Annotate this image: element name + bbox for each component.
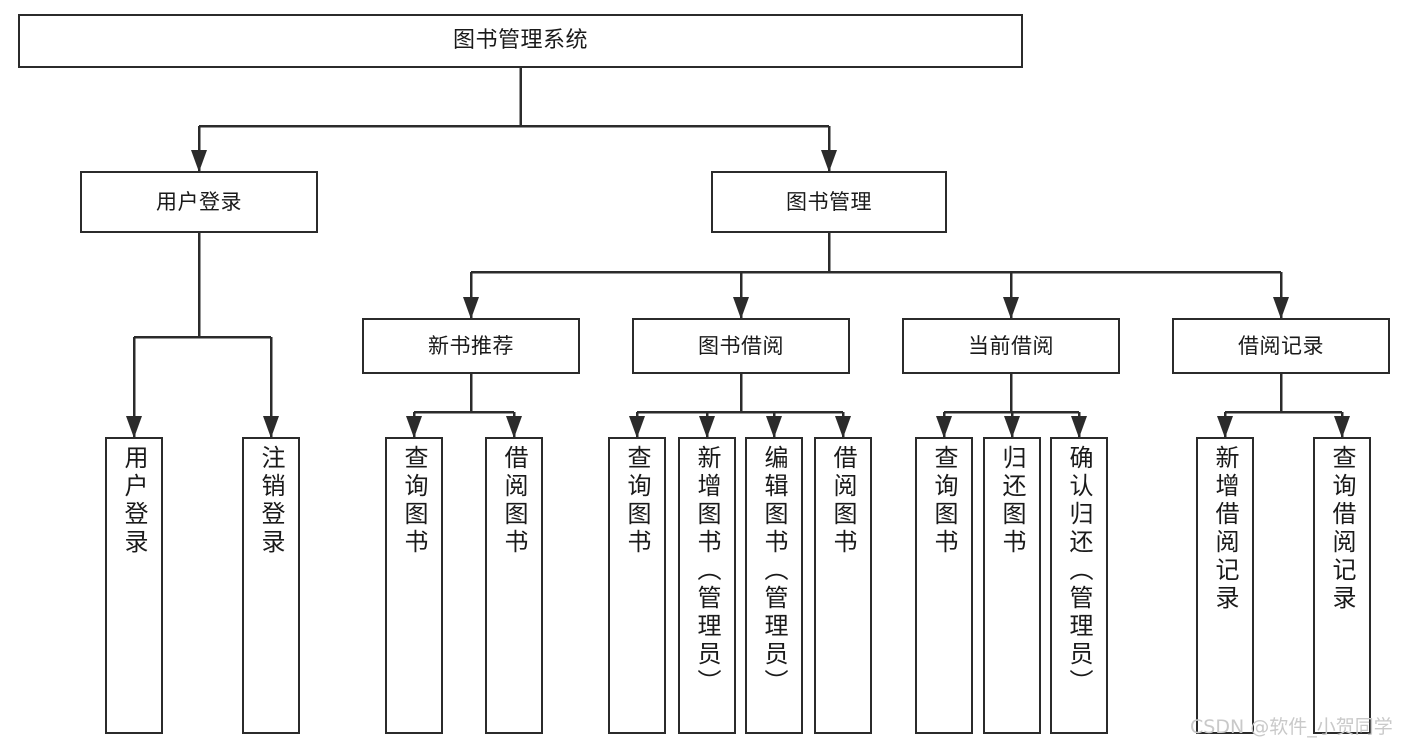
- node-leaf-add-book-admin[interactable]: 新增图书（管理员）: [678, 437, 736, 734]
- node-label: 查询图书: [930, 445, 958, 557]
- node-leaf-query-book-current[interactable]: 查询图书: [915, 437, 973, 734]
- node-new-book-recommend[interactable]: 新书推荐: [362, 318, 580, 374]
- node-leaf-borrow-book-recommend[interactable]: 借阅图书: [485, 437, 543, 734]
- node-label: 借阅记录: [1238, 333, 1324, 358]
- node-leaf-confirm-return-admin[interactable]: 确认归还（管理员）: [1050, 437, 1108, 734]
- node-label: 新增图书（管理员）: [693, 445, 721, 697]
- node-leaf-query-book-borrow[interactable]: 查询图书: [608, 437, 666, 734]
- node-label: 用户登录: [120, 445, 148, 557]
- node-leaf-query-borrow-record[interactable]: 查询借阅记录: [1313, 437, 1371, 734]
- node-label: 当前借阅: [968, 333, 1054, 358]
- node-label: 图书管理系统: [452, 28, 588, 53]
- node-root-system[interactable]: 图书管理系统: [18, 14, 1023, 68]
- node-leaf-logout[interactable]: 注销登录: [242, 437, 300, 734]
- node-label: 确认归还（管理员）: [1065, 445, 1093, 697]
- node-leaf-user-login[interactable]: 用户登录: [105, 437, 163, 734]
- node-leaf-return-book[interactable]: 归还图书: [983, 437, 1041, 734]
- node-leaf-query-book-recommend[interactable]: 查询图书: [385, 437, 443, 734]
- node-book-borrow[interactable]: 图书借阅: [632, 318, 850, 374]
- node-label: 借阅图书: [829, 445, 857, 557]
- node-label: 查询图书: [400, 445, 428, 557]
- node-current-borrow[interactable]: 当前借阅: [902, 318, 1120, 374]
- node-book-management[interactable]: 图书管理: [711, 171, 947, 233]
- node-label: 借阅图书: [500, 445, 528, 557]
- node-user-login[interactable]: 用户登录: [80, 171, 318, 233]
- node-label: 编辑图书（管理员）: [760, 445, 788, 697]
- node-label: 新书推荐: [428, 333, 514, 358]
- node-borrow-record[interactable]: 借阅记录: [1172, 318, 1390, 374]
- csdn-watermark: CSDN @软件_小贺同学: [1190, 716, 1393, 738]
- node-label: 图书管理: [786, 189, 872, 214]
- node-label: 归还图书: [998, 445, 1026, 557]
- node-label: 新增借阅记录: [1211, 445, 1239, 613]
- node-label: 注销登录: [257, 445, 285, 557]
- node-leaf-edit-book-admin[interactable]: 编辑图书（管理员）: [745, 437, 803, 734]
- node-leaf-add-borrow-record[interactable]: 新增借阅记录: [1196, 437, 1254, 734]
- node-label: 查询图书: [623, 445, 651, 557]
- node-label: 用户登录: [156, 189, 242, 214]
- node-label: 查询借阅记录: [1328, 445, 1356, 613]
- node-label: 图书借阅: [698, 333, 784, 358]
- node-leaf-borrow-book[interactable]: 借阅图书: [814, 437, 872, 734]
